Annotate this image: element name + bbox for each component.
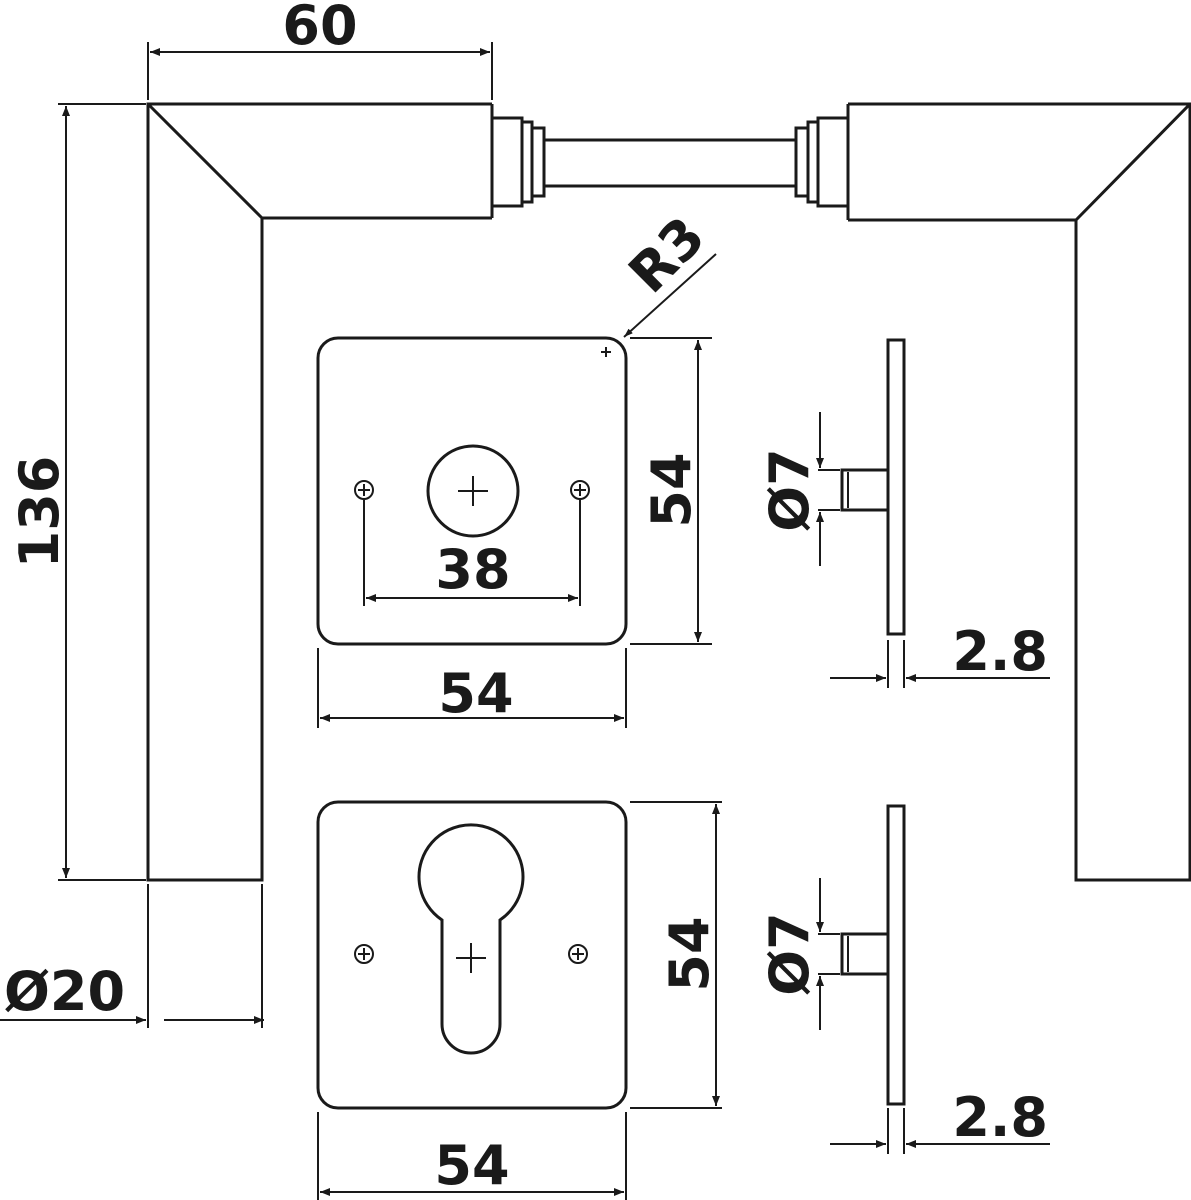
left-handle (146, 102, 494, 882)
dimension-rose-round-height: 54 (630, 337, 712, 645)
dimension-handle-diameter: Ø20 (0, 884, 264, 1028)
dimension-screw-spacing: 38 (363, 500, 581, 606)
spindle-assembly (490, 116, 850, 208)
rose-round-front (316, 336, 628, 646)
dimension-rose-profile-thickness: 2.8 (830, 1086, 1050, 1154)
dimension-handle-width: 60 (147, 0, 493, 100)
label-rose-profile-width: 54 (434, 1134, 509, 1197)
label-rose-profile-height: 54 (658, 916, 721, 991)
dimension-rose-profile-height: 54 (630, 801, 722, 1109)
dimension-handle-height: 136 (8, 103, 146, 881)
rose-profile-side-view: Ø7 (758, 804, 906, 1106)
label-handle-width: 60 (282, 0, 357, 57)
rose-round-side-view: Ø7 (758, 338, 906, 636)
label-rose-round-thickness: 2.8 (952, 620, 1048, 683)
rose-profile-front (316, 800, 628, 1110)
label-rose-radius: R3 (617, 205, 718, 306)
dimension-rose-radius: R3 (617, 205, 718, 338)
dimension-rose-round-width: 54 (317, 648, 627, 728)
label-handle-height: 136 (8, 456, 71, 569)
dimension-rose-round-thickness: 2.8 (830, 620, 1050, 688)
label-handle-diameter: Ø20 (4, 960, 125, 1023)
dimension-rose-profile-width: 54 (317, 1112, 627, 1200)
label-rose-round-height: 54 (640, 452, 703, 527)
label-rose-round-width: 54 (438, 662, 513, 725)
right-handle (846, 102, 1191, 882)
label-rose-round-spindle: Ø7 (758, 448, 821, 531)
label-rose-profile-spindle: Ø7 (758, 912, 821, 995)
label-rose-profile-thickness: 2.8 (952, 1086, 1048, 1149)
label-screw-spacing: 38 (435, 538, 510, 601)
